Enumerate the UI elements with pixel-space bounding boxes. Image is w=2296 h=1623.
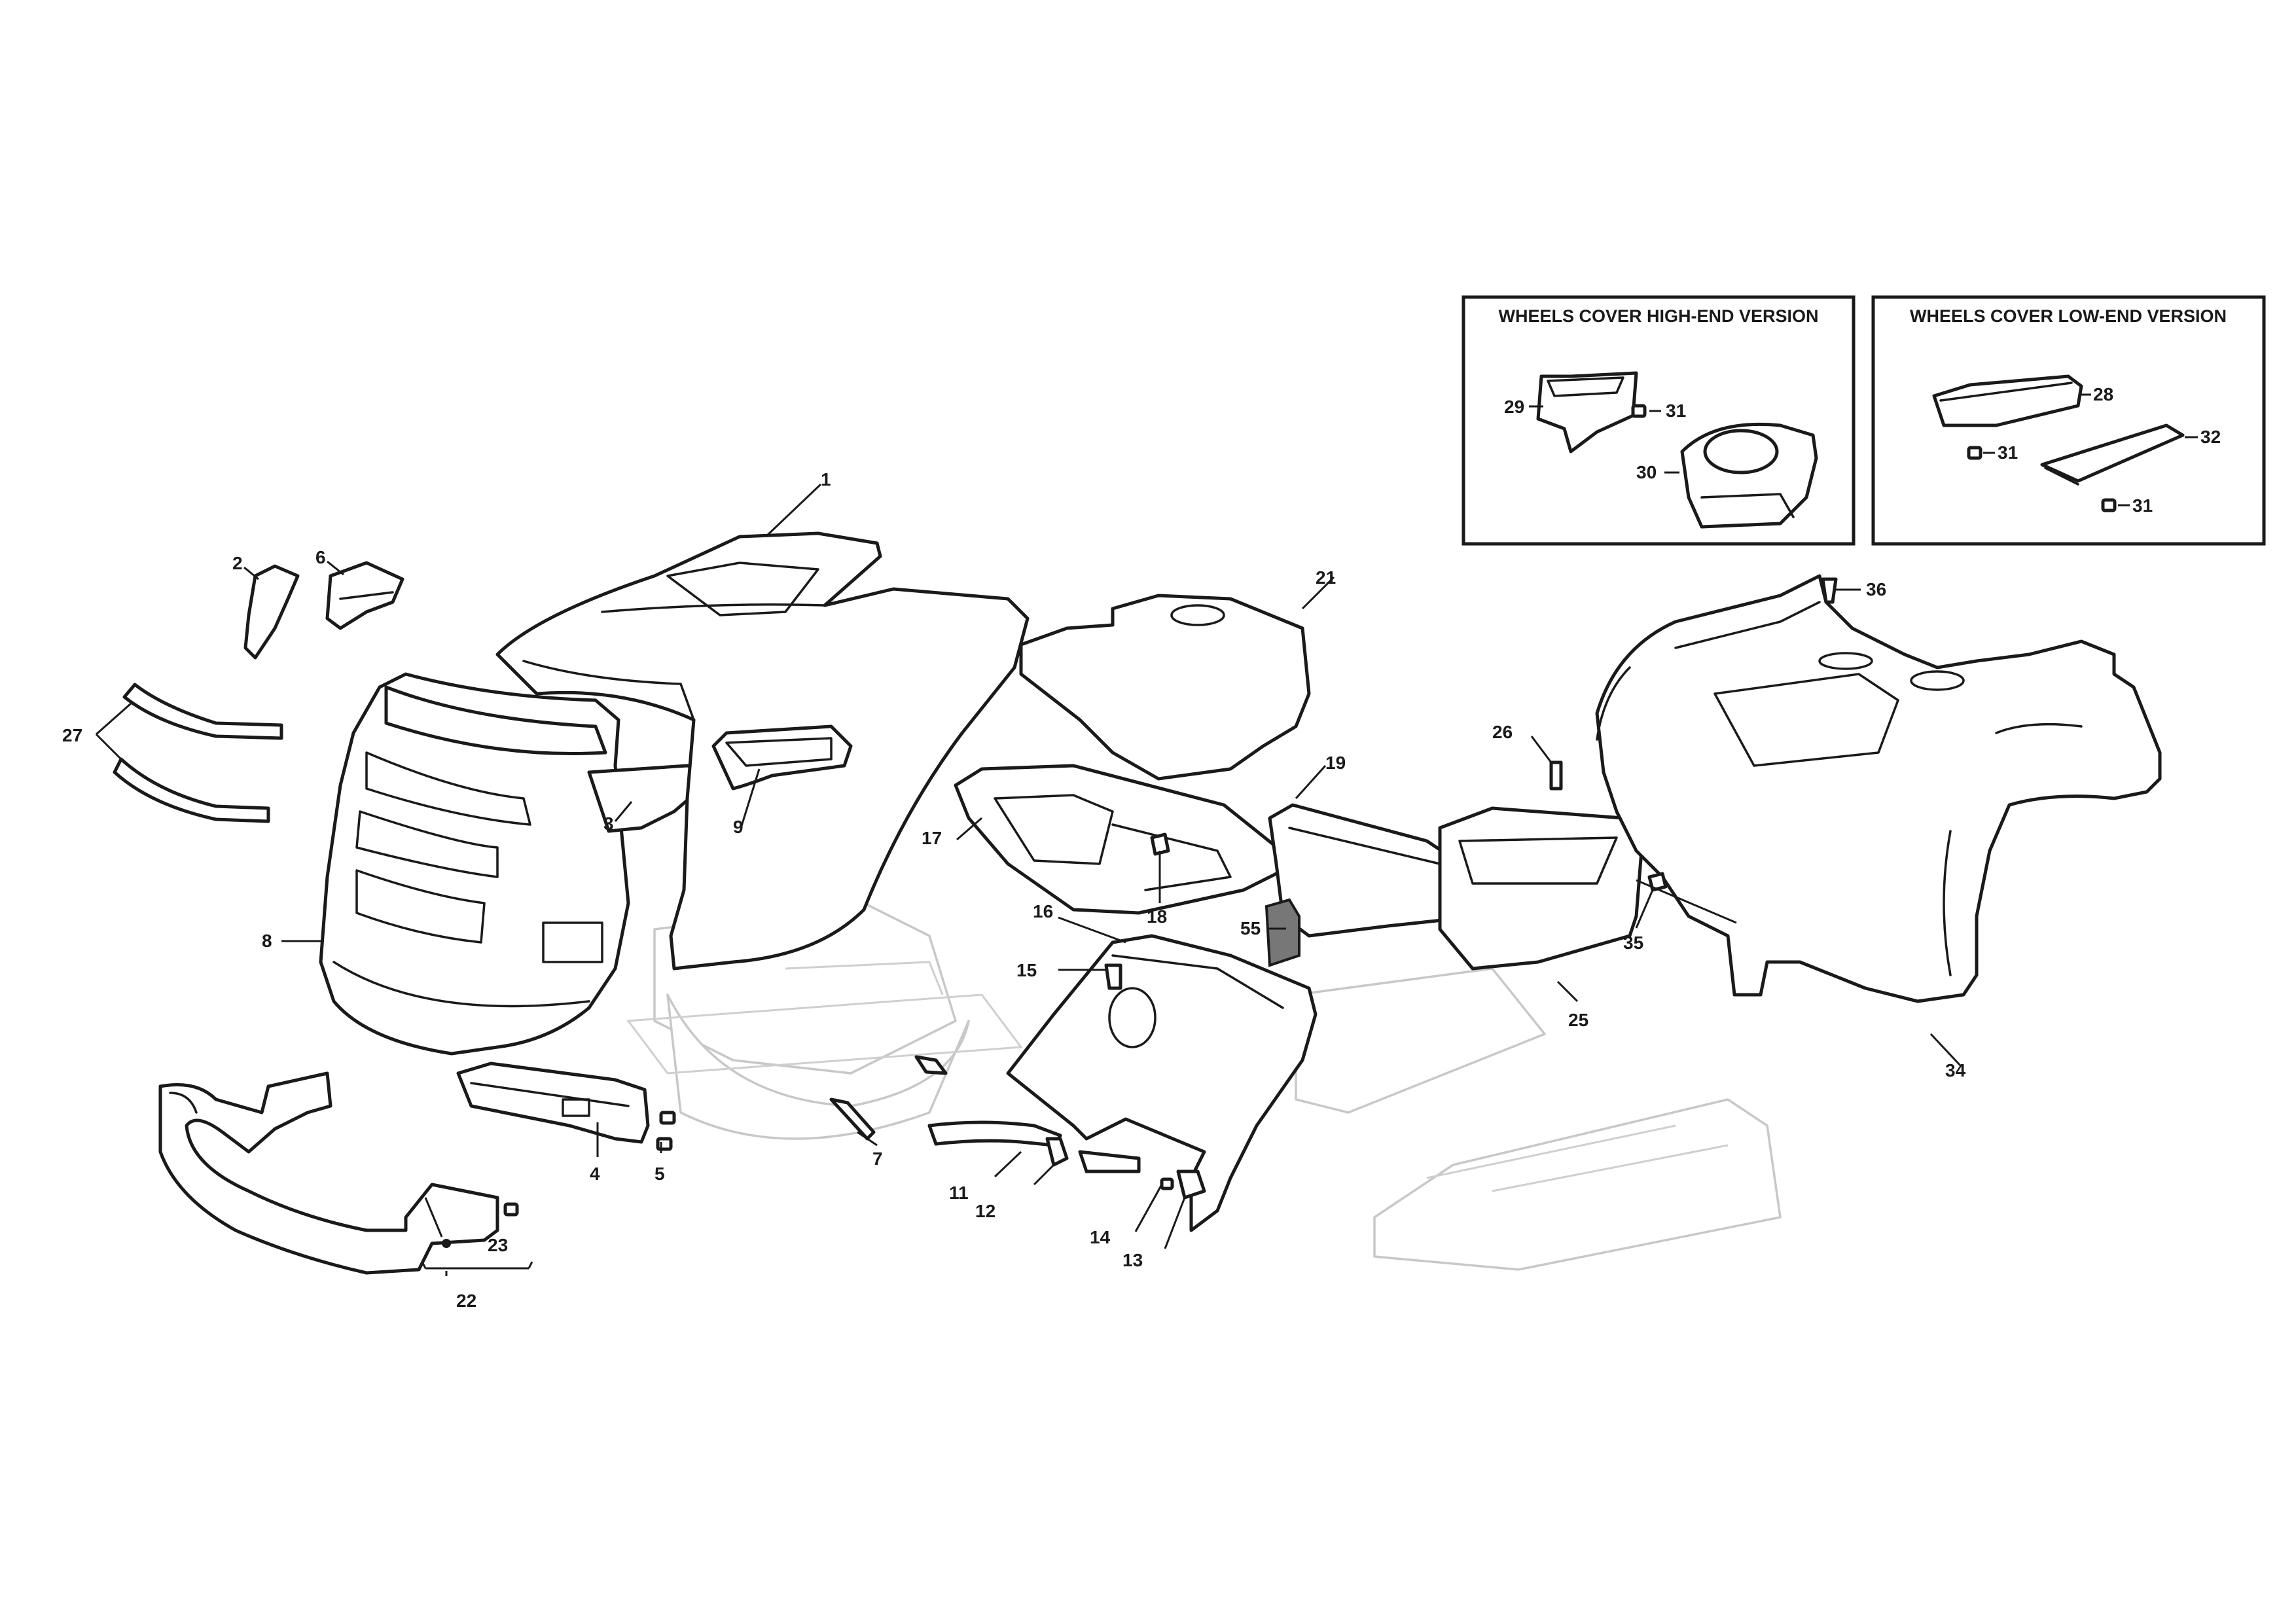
part-13-clip: [1176, 1169, 1206, 1200]
screw-31-b: [1967, 446, 1982, 460]
callout-17: 17: [922, 828, 942, 848]
callout-32: 32: [2200, 427, 2221, 447]
part-29-wheels-cover-high: [1536, 371, 1638, 454]
inset-high-end: WHEELS COVER HIGH-END VERSION 29 31 30: [1462, 295, 1856, 546]
callout-29: 29: [1504, 397, 1524, 417]
callout-28: 28: [2093, 384, 2113, 404]
callout-26: 26: [1492, 722, 1513, 742]
callout-labels: 1 2 6 27 3 8 9 4 5 7 21 17 18 19 55 16 1…: [62, 469, 1966, 1311]
callout-7: 7: [872, 1149, 883, 1169]
part-55-plug: [1265, 898, 1300, 967]
screw-15: [1104, 963, 1122, 990]
callout-23: 23: [488, 1235, 508, 1255]
inset-high-end-title: WHEELS COVER HIGH-END VERSION: [1498, 306, 1818, 326]
fastener-18: [1150, 832, 1170, 856]
screw-23: [503, 1202, 519, 1217]
callout-55: 55: [1240, 918, 1261, 938]
callout-12: 12: [975, 1201, 996, 1221]
part-8-front-grille: [319, 672, 630, 1056]
callout-27: 27: [62, 725, 82, 745]
callout-5: 5: [655, 1164, 665, 1184]
part-6-light-cover: [325, 561, 404, 630]
callout-15: 15: [1016, 960, 1037, 980]
callout-2: 2: [232, 553, 243, 573]
part-22-bumper: [158, 1071, 499, 1275]
part-25-box: [1438, 806, 1645, 971]
bolt-7: [829, 1097, 876, 1141]
callout-31-low-b: 31: [2132, 495, 2153, 516]
leader-lines: [95, 483, 1962, 1276]
part-9-vent: [711, 724, 853, 791]
callout-34: 34: [1945, 1060, 1966, 1080]
screw-14: [1160, 1177, 1174, 1190]
callout-8: 8: [262, 931, 272, 951]
bolt-26: [1549, 760, 1563, 791]
part-16-lower-panel: [1006, 934, 1318, 1232]
callout-16: 16: [1033, 901, 1053, 921]
inset-low-end: WHEELS COVER LOW-END VERSION 28 31 32 31: [1871, 295, 2266, 546]
callout-3: 3: [603, 813, 614, 834]
callout-18: 18: [1147, 906, 1167, 927]
background-frame-ghost: [626, 902, 1782, 1271]
screws-5: [656, 1111, 676, 1151]
part-12-bracket: [1045, 1137, 1141, 1173]
callout-25: 25: [1568, 1010, 1588, 1030]
callout-30: 30: [1636, 462, 1657, 482]
callout-31-low-a: 31: [1998, 442, 2018, 463]
callout-36: 36: [1866, 579, 1886, 599]
callout-19: 19: [1325, 753, 1346, 773]
callout-6: 6: [315, 547, 326, 567]
callout-31-high: 31: [1666, 401, 1686, 421]
callout-22: 22: [456, 1291, 476, 1311]
screw-36: [1821, 577, 1838, 604]
part-21-dash-cover: [1019, 594, 1311, 781]
screw-31-c: [2101, 498, 2117, 512]
part-32-cover-plate: [2040, 423, 2185, 486]
part-30-cup-holder: [1680, 422, 1818, 529]
part-19-console-cover: [1268, 803, 1481, 938]
callout-13: 13: [1122, 1250, 1143, 1270]
part-34-rear-body: [1595, 574, 2162, 1003]
bolt-7-upper: [914, 1055, 948, 1075]
part-2-light-bracket: [243, 564, 300, 660]
callout-35: 35: [1623, 933, 1643, 953]
callout-9: 9: [733, 817, 744, 837]
callout-4: 4: [590, 1164, 600, 1184]
inset-low-end-title: WHEELS COVER LOW-END VERSION: [1910, 306, 2227, 326]
part-11-pedal-bar: [927, 1120, 1062, 1147]
callout-11: 11: [949, 1183, 969, 1203]
part-28-wheels-cover-low: [1932, 374, 2083, 427]
callout-14: 14: [1090, 1227, 1111, 1247]
callout-21: 21: [1316, 567, 1336, 588]
screw-31-a: [1631, 404, 1647, 418]
part-4-lower-bracket: [456, 1061, 650, 1144]
part-27-side-strips: [113, 683, 283, 823]
part-17-dash-tray: [954, 764, 1285, 915]
callout-1: 1: [821, 469, 831, 490]
